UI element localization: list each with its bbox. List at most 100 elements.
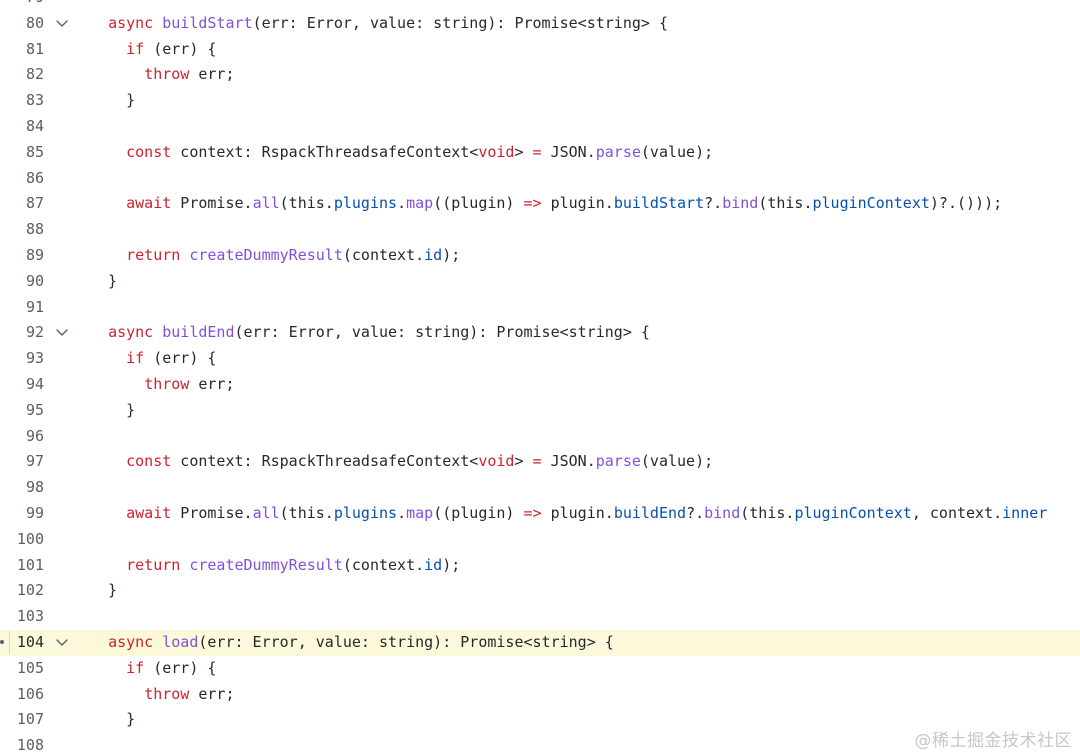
code-line[interactable]: 90 }	[0, 269, 1080, 295]
line-number[interactable]: 79	[0, 0, 44, 11]
line-number[interactable]: 99	[25, 503, 44, 522]
line-number[interactable]: 95	[25, 400, 44, 419]
line-number[interactable]: 90	[25, 271, 44, 290]
code-line[interactable]: 84	[0, 114, 1080, 140]
code-line[interactable]: 81 if (err) {	[0, 37, 1080, 63]
code-token: all	[252, 503, 280, 522]
code-token	[90, 194, 126, 212]
line-number[interactable]: 81	[25, 39, 44, 58]
code-token: =	[532, 452, 542, 471]
line-number[interactable]: 107	[16, 710, 44, 729]
code-token: ?.	[704, 194, 723, 213]
code-line[interactable]: 103	[0, 604, 1080, 630]
code-token	[90, 246, 126, 264]
code-line[interactable]: 85 const context: RspackThreadsafeContex…	[0, 140, 1080, 166]
code-text[interactable]: async buildStart(err: Error, value: stri…	[90, 11, 668, 37]
line-number[interactable]: 89	[25, 245, 44, 264]
code-line[interactable]: 108	[0, 733, 1080, 755]
code-line[interactable]: 87 await Promise.all(this.plugins.map((p…	[0, 191, 1080, 217]
code-line[interactable]: 79	[0, 0, 1080, 11]
line-number[interactable]: 94	[25, 374, 44, 393]
code-text[interactable]: const context: RspackThreadsafeContext<v…	[90, 140, 713, 166]
line-number[interactable]: 86	[25, 168, 44, 187]
line-number[interactable]: 106	[16, 684, 44, 703]
line-number[interactable]: 101	[16, 555, 44, 574]
line-number[interactable]: 108	[16, 736, 44, 755]
code-line[interactable]: 83 }	[0, 88, 1080, 114]
line-number[interactable]: 103	[16, 607, 44, 626]
line-number[interactable]: 80	[25, 13, 44, 32]
line-number[interactable]: 102	[16, 581, 44, 600]
line-number[interactable]: 88	[25, 220, 44, 239]
code-text[interactable]: if (err) {	[90, 656, 216, 682]
code-text[interactable]: await Promise.all(this.plugins.map((plug…	[90, 501, 1047, 527]
code-text[interactable]: throw err;	[90, 682, 234, 708]
code-token: if	[126, 349, 145, 368]
line-number[interactable]: 91	[25, 297, 44, 316]
code-line[interactable]: 99 await Promise.all(this.plugins.map((p…	[0, 501, 1080, 527]
code-token: (context.	[342, 245, 425, 264]
code-line[interactable]: 82 throw err;	[0, 62, 1080, 88]
line-number[interactable]: 104	[16, 632, 44, 651]
code-text[interactable]: throw err;	[90, 372, 234, 398]
code-line[interactable]: 102 }	[0, 578, 1080, 604]
code-line[interactable]: 107 }	[0, 707, 1080, 733]
code-line[interactable]: 100	[0, 527, 1080, 553]
line-number[interactable]: 83	[25, 91, 44, 110]
code-text[interactable]: const context: RspackThreadsafeContext<v…	[90, 449, 713, 475]
code-line[interactable]: 86	[0, 166, 1080, 192]
code-line[interactable]: 91	[0, 295, 1080, 321]
fold-chevron-down-icon[interactable]	[55, 327, 69, 339]
line-number[interactable]: 98	[25, 478, 44, 497]
code-line[interactable]: 98	[0, 475, 1080, 501]
line-number[interactable]: 82	[25, 65, 44, 84]
code-line[interactable]: 97 const context: RspackThreadsafeContex…	[0, 449, 1080, 475]
code-line[interactable]: 92 async buildEnd(err: Error, value: str…	[0, 320, 1080, 346]
code-line[interactable]: 93 if (err) {	[0, 346, 1080, 372]
code-line[interactable]: 101 return createDummyResult(context.id)…	[0, 553, 1080, 579]
fold-chevron-down-icon[interactable]	[55, 18, 69, 30]
code-token: (this.	[279, 194, 334, 213]
line-number[interactable]: 97	[25, 452, 44, 471]
code-token: (context.	[342, 555, 425, 574]
line-number[interactable]: 93	[25, 349, 44, 368]
code-line[interactable]: 105 if (err) {	[0, 656, 1080, 682]
code-line[interactable]: 89 return createDummyResult(context.id);	[0, 243, 1080, 269]
code-token: (this.	[758, 194, 813, 213]
code-text[interactable]: return createDummyResult(context.id);	[90, 553, 460, 579]
code-text[interactable]: }	[90, 88, 135, 114]
code-text[interactable]: }	[90, 398, 135, 424]
code-text[interactable]: }	[90, 269, 117, 295]
code-line[interactable]: 95 }	[0, 398, 1080, 424]
code-line[interactable]: 104 async load(err: Error, value: string…	[0, 629, 1080, 656]
line-number[interactable]: 92	[25, 323, 44, 342]
code-text[interactable]: }	[90, 707, 135, 733]
code-line[interactable]: 94 throw err;	[0, 372, 1080, 398]
code-token: JSON.	[541, 452, 596, 471]
line-number[interactable]: 87	[25, 194, 44, 213]
line-number[interactable]: 96	[25, 426, 44, 445]
code-line[interactable]: 80 async buildStart(err: Error, value: s…	[0, 11, 1080, 37]
code-text[interactable]: async buildEnd(err: Error, value: string…	[90, 320, 650, 346]
code-token	[90, 375, 144, 393]
line-number[interactable]: 85	[25, 142, 44, 161]
code-text[interactable]: throw err;	[90, 62, 234, 88]
line-number[interactable]: 105	[16, 658, 44, 677]
code-token	[90, 556, 126, 574]
code-token	[90, 349, 126, 367]
code-text[interactable]: }	[90, 578, 117, 604]
code-text[interactable]: async load(err: Error, value: string): P…	[90, 630, 614, 656]
code-token: pluginContext	[794, 503, 912, 522]
code-text[interactable]: if (err) {	[90, 37, 216, 63]
code-text[interactable]: return createDummyResult(context.id);	[90, 243, 460, 269]
code-token	[90, 14, 108, 32]
line-number[interactable]: 84	[25, 116, 44, 135]
code-line[interactable]: 106 throw err;	[0, 682, 1080, 708]
code-line[interactable]: 96	[0, 424, 1080, 450]
fold-chevron-down-icon[interactable]	[55, 637, 69, 649]
code-line[interactable]: 88	[0, 217, 1080, 243]
line-number[interactable]: 100	[16, 529, 44, 548]
code-text[interactable]: await Promise.all(this.plugins.map((plug…	[90, 191, 1002, 217]
code-text[interactable]: if (err) {	[90, 346, 216, 372]
